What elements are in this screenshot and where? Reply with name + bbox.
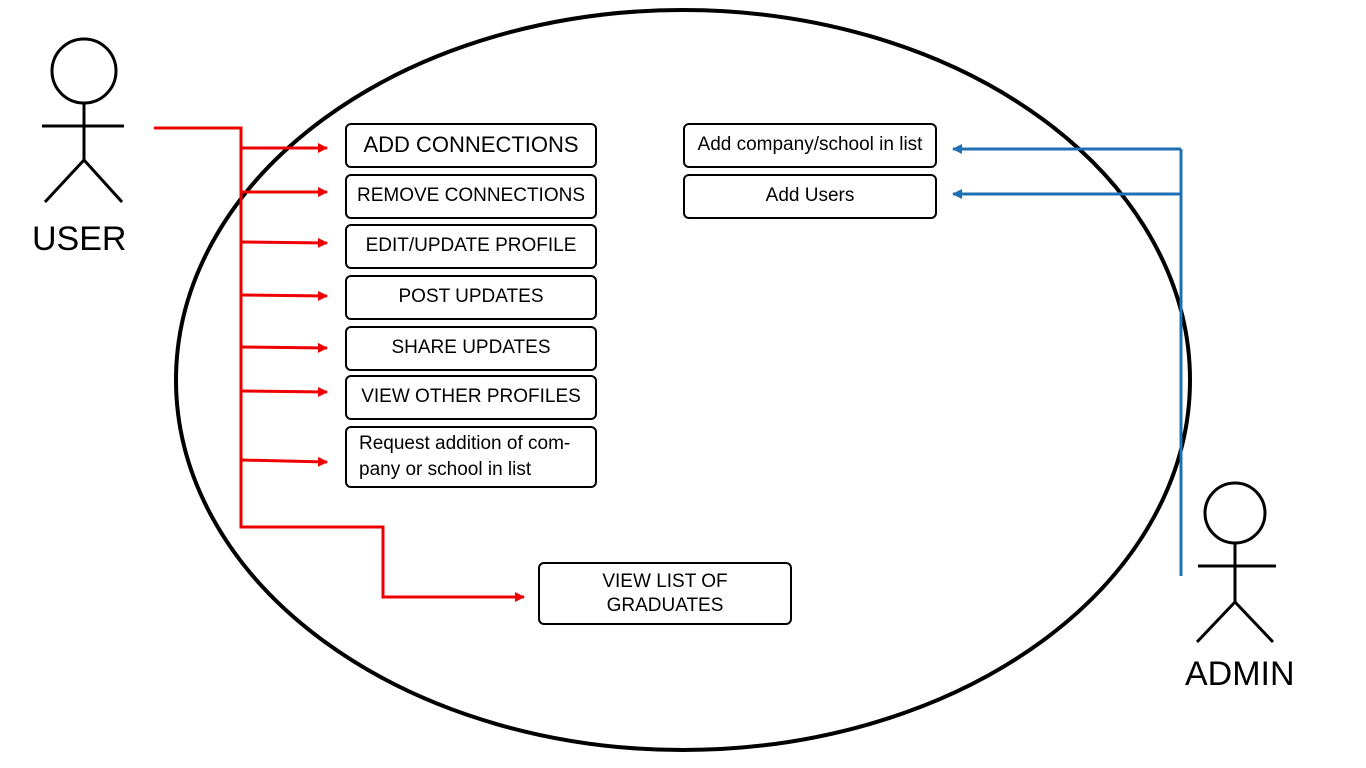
user-arrow-request-addition: [240, 456, 328, 467]
admin-connectors: [952, 144, 1183, 576]
use-case-edit-update-profile[interactable]: EDIT/UPDATE PROFILE: [345, 224, 597, 269]
user-main-trunk: [154, 126, 525, 602]
use-case-label: VIEW LIST OF GRADUATES: [602, 570, 728, 616]
use-case-view-other-profiles[interactable]: VIEW OTHER PROFILES: [345, 375, 597, 420]
use-case-request-addition[interactable]: Request addition of com- pany or school …: [345, 426, 597, 488]
use-case-label: Add company/school in list: [697, 134, 923, 156]
use-case-label: Add Users: [765, 185, 855, 207]
use-case-add-connections[interactable]: ADD CONNECTIONS: [345, 123, 597, 168]
admin-actor-right-leg: [1233, 600, 1275, 644]
use-case-add-company-school[interactable]: Add company/school in list: [683, 123, 937, 168]
user-actor-figure: [42, 37, 124, 204]
user-actor-head: [50, 37, 118, 105]
use-case-post-updates[interactable]: POST UPDATES: [345, 275, 597, 320]
admin-actor-label: ADMIN: [1185, 655, 1295, 693]
user-arrow-view-other-profiles: [240, 386, 328, 397]
user-actor-left-leg: [43, 158, 86, 204]
use-case-label: ADD CONNECTIONS: [363, 132, 579, 158]
use-case-remove-connections[interactable]: REMOVE CONNECTIONS: [345, 174, 597, 219]
use-case-label: SHARE UPDATES: [391, 337, 551, 359]
system-boundary-ellipse: [174, 8, 1192, 752]
use-case-label-line-1: Request addition of com-: [359, 433, 571, 454]
user-actor-right-leg: [82, 158, 124, 204]
use-case-label: VIEW OTHER PROFILES: [361, 386, 581, 408]
use-case-label: POST UPDATES: [398, 286, 544, 308]
admin-actor-figure: [1195, 481, 1276, 644]
user-arrow-post-updates: [240, 290, 328, 301]
use-case-share-updates[interactable]: SHARE UPDATES: [345, 326, 597, 371]
use-case-label: EDIT/UPDATE PROFILE: [365, 235, 577, 257]
user-arrow-edit-update-profile: [240, 237, 328, 248]
admin-actor-left-leg: [1195, 600, 1237, 644]
admin-actor-head: [1203, 481, 1267, 545]
user-actor-label: USER: [32, 220, 127, 258]
use-case-view-list-of-graduates[interactable]: VIEW LIST OF GRADUATES: [538, 562, 792, 625]
use-case-label: REMOVE CONNECTIONS: [356, 185, 586, 207]
use-case-add-users[interactable]: Add Users: [683, 174, 937, 219]
user-arrow-share-updates: [240, 342, 328, 353]
user-connectors: [154, 126, 525, 602]
use-case-label-line-2: pany or school in list: [359, 459, 532, 480]
